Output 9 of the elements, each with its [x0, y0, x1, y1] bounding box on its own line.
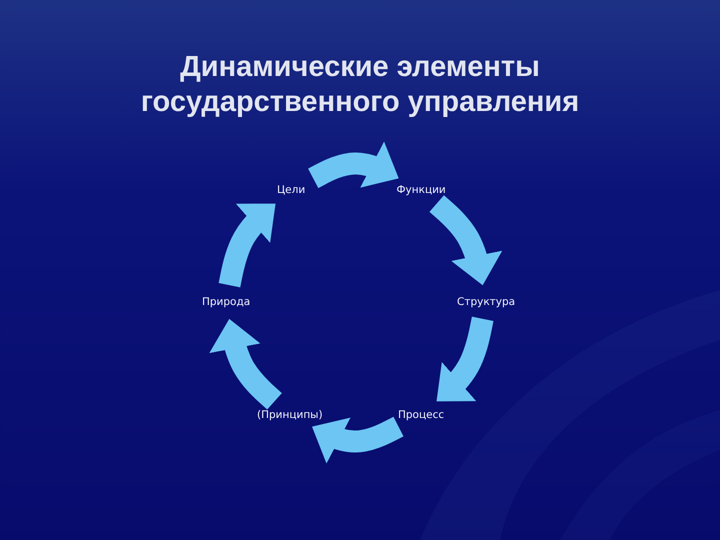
cycle-label: Процесс — [398, 408, 444, 422]
slide-title: Динамические элементы государственного управления — [140, 50, 580, 120]
block-arrow — [209, 316, 282, 410]
cycle-label: Природа — [202, 295, 250, 309]
cycle-label: Цели — [277, 183, 306, 197]
cycle-label: (Принципы) — [257, 408, 323, 422]
block-arrow — [429, 195, 502, 288]
cycle-label: Функции — [396, 183, 446, 197]
cycle-label: Структура — [457, 295, 516, 309]
